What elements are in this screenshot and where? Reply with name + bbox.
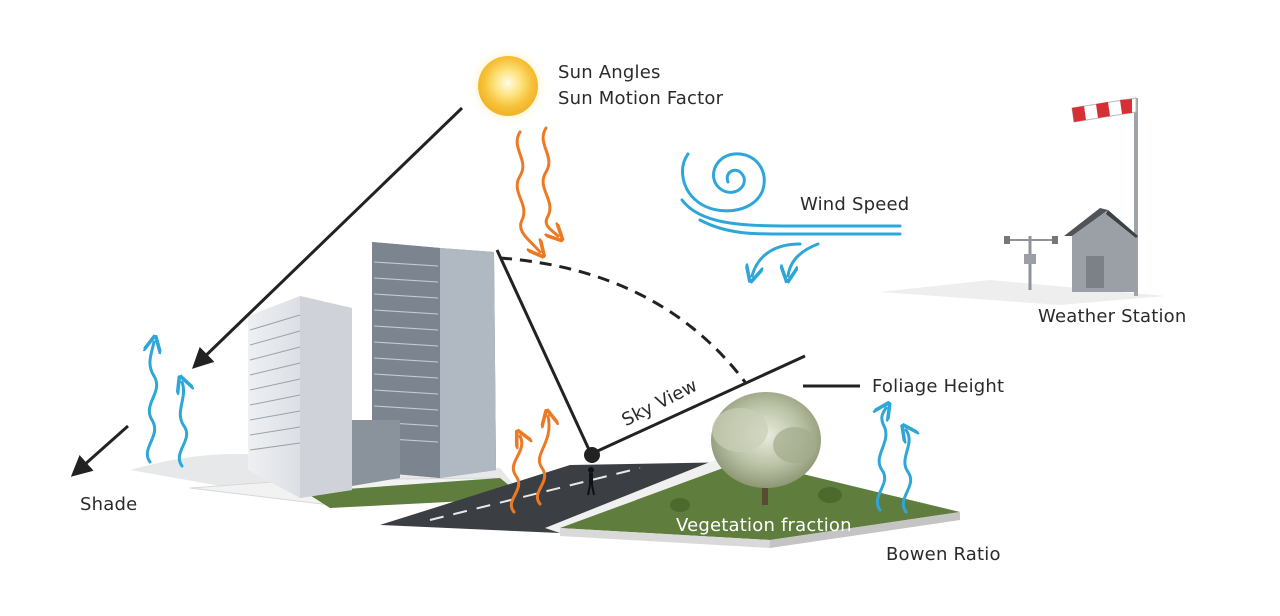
grass-patch-right <box>560 460 960 540</box>
bowen-ratio-arrows <box>877 408 910 514</box>
sun-motion-factor-label: Sun Motion Factor <box>558 88 724 109</box>
weather-station-scene <box>880 97 1165 305</box>
solar-heat-arrows <box>515 126 558 252</box>
pedestrian-icon <box>587 467 595 496</box>
shade-label: Shade <box>80 494 138 515</box>
road-heat-arrows <box>510 416 549 514</box>
shade-arrow <box>70 424 129 477</box>
road-center-line <box>429 467 641 521</box>
tree <box>670 392 842 512</box>
sun-ray-arrow <box>191 106 464 369</box>
sky-view-arc <box>499 256 747 383</box>
shade-evaporation-arrows <box>147 342 186 468</box>
road <box>380 462 740 533</box>
sky-view-line-right <box>590 354 806 456</box>
sky-view-line-left <box>495 249 593 455</box>
sun <box>466 44 550 128</box>
foliage-height-label: Foliage Height <box>872 376 1005 397</box>
buildings <box>248 242 496 498</box>
bowen-ratio-label: Bowen Ratio <box>886 544 1001 565</box>
vegetation-fraction-label: Vegetation fraction <box>676 515 852 536</box>
sun-angles-label: Sun Angles <box>558 62 661 83</box>
observer-point <box>584 447 600 463</box>
weather-station-label: Weather Station <box>1038 306 1187 327</box>
road-curb <box>545 458 740 533</box>
wind-icon <box>680 152 902 276</box>
wind-speed-label: Wind Speed <box>800 194 910 215</box>
